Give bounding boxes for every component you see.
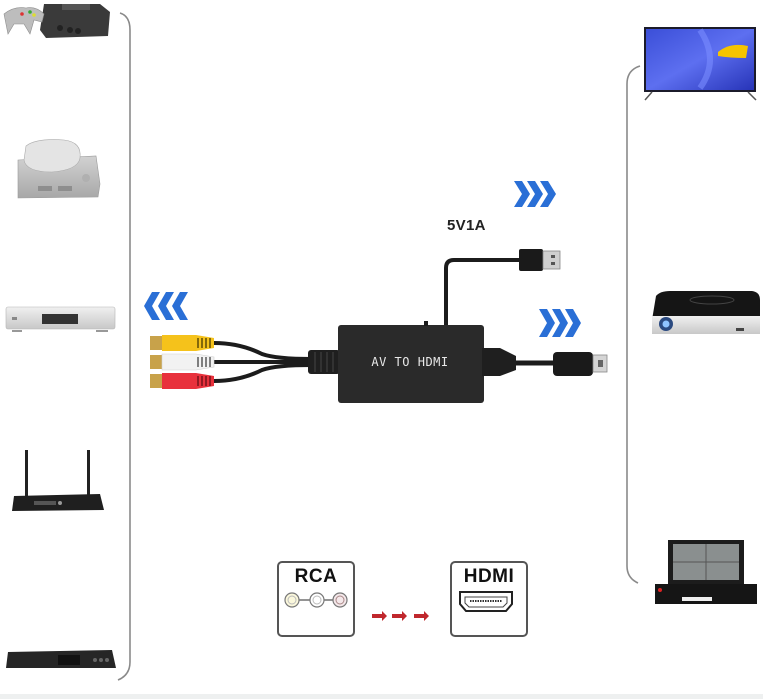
arrow-right-red-icon <box>372 611 429 621</box>
rca-plug-white <box>150 353 215 371</box>
device-monitor-dvr <box>655 540 757 604</box>
usb-power-cable <box>444 258 522 325</box>
hdmi-legend-title: HDMI <box>463 566 515 587</box>
cable-strain-relief-left <box>308 350 340 374</box>
rca-plug-red <box>150 373 214 389</box>
usb-connector <box>519 249 543 271</box>
arrow-left-blue-icon <box>144 292 188 320</box>
rca-legend-title: RCA <box>294 566 338 587</box>
rca-plug-yellow <box>150 335 214 351</box>
arrow-right-blue-icon-hdmi <box>539 309 581 337</box>
hdmi-connector <box>553 352 593 376</box>
converter-box <box>338 325 484 403</box>
device-set-top-box <box>12 450 104 511</box>
hdmi-port-icon <box>459 591 513 612</box>
rca-port-icon <box>284 592 348 608</box>
arrow-right-blue-icon-power <box>514 181 556 207</box>
device-bluray-player <box>6 650 116 668</box>
converter-label: AV TO HDMI <box>371 355 449 369</box>
right-bracket <box>626 65 641 584</box>
usb-plug-metal <box>542 250 561 270</box>
left-bracket <box>117 12 131 681</box>
device-game-console-n64 <box>3 4 110 38</box>
hdmi-legend-box: HDMI <box>450 561 528 637</box>
bottom-strip <box>0 694 763 699</box>
power-spec-label: 5V1A <box>447 217 486 234</box>
device-tv <box>644 27 757 101</box>
device-dvd-player <box>5 306 116 332</box>
device-game-console-playstation <box>17 139 101 199</box>
device-projector <box>652 291 760 334</box>
